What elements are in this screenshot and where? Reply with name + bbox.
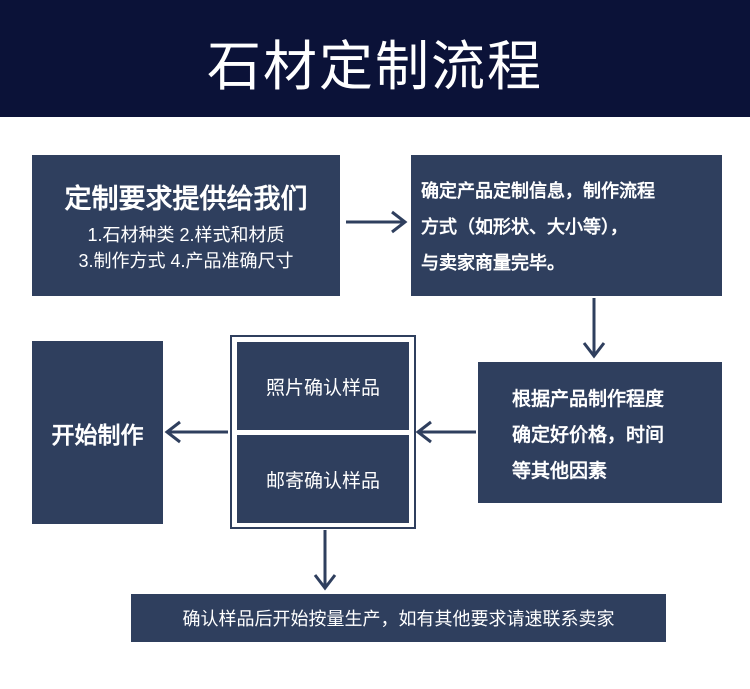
step-heading: 定制要求提供给我们 xyxy=(64,184,308,214)
arrow-left-icon xyxy=(164,420,228,444)
arrow-down-icon xyxy=(582,298,606,359)
step-line: 方式（如形状、大小等）， xyxy=(421,217,628,237)
step-line: 1.石材种类 2.样式和材质 xyxy=(87,225,285,245)
sample-confirmation-group xyxy=(230,335,416,529)
step-line: 确定产品定制信息，制作流程 xyxy=(421,181,655,201)
step-line: 确定好价格，时间 xyxy=(512,425,665,446)
arrow-down-icon xyxy=(313,530,337,591)
step-confirm-info: 确定产品定制信息，制作流程 方式（如形状、大小等）， 与卖家商量完毕。 xyxy=(411,155,722,296)
step-mass-production: 确认样品后开始按量生产，如有其他要求请速联系卖家 xyxy=(131,594,666,642)
arrow-right-icon xyxy=(346,210,408,234)
step-provide-requirements: 定制要求提供给我们 1.石材种类 2.样式和材质 3.制作方式 4.产品准确尺寸 xyxy=(32,155,340,296)
step-photo-sample: 照片确认样品 xyxy=(237,342,409,430)
step-pricing: 根据产品制作程度 确定好价格，时间 等其他因素 xyxy=(478,362,722,503)
step-mail-sample: 邮寄确认样品 xyxy=(237,435,409,523)
step-line: 等其他因素 xyxy=(512,461,608,482)
page-title: 石材定制流程 xyxy=(207,37,543,97)
arrow-left-icon xyxy=(415,420,476,444)
step-line: 3.制作方式 4.产品准确尺寸 xyxy=(78,251,294,271)
step-start-production: 开始制作 xyxy=(32,341,163,524)
header-banner: 石材定制流程 xyxy=(0,0,750,117)
step-line: 与卖家商量完毕。 xyxy=(421,253,565,273)
step-line: 根据产品制作程度 xyxy=(512,389,665,410)
